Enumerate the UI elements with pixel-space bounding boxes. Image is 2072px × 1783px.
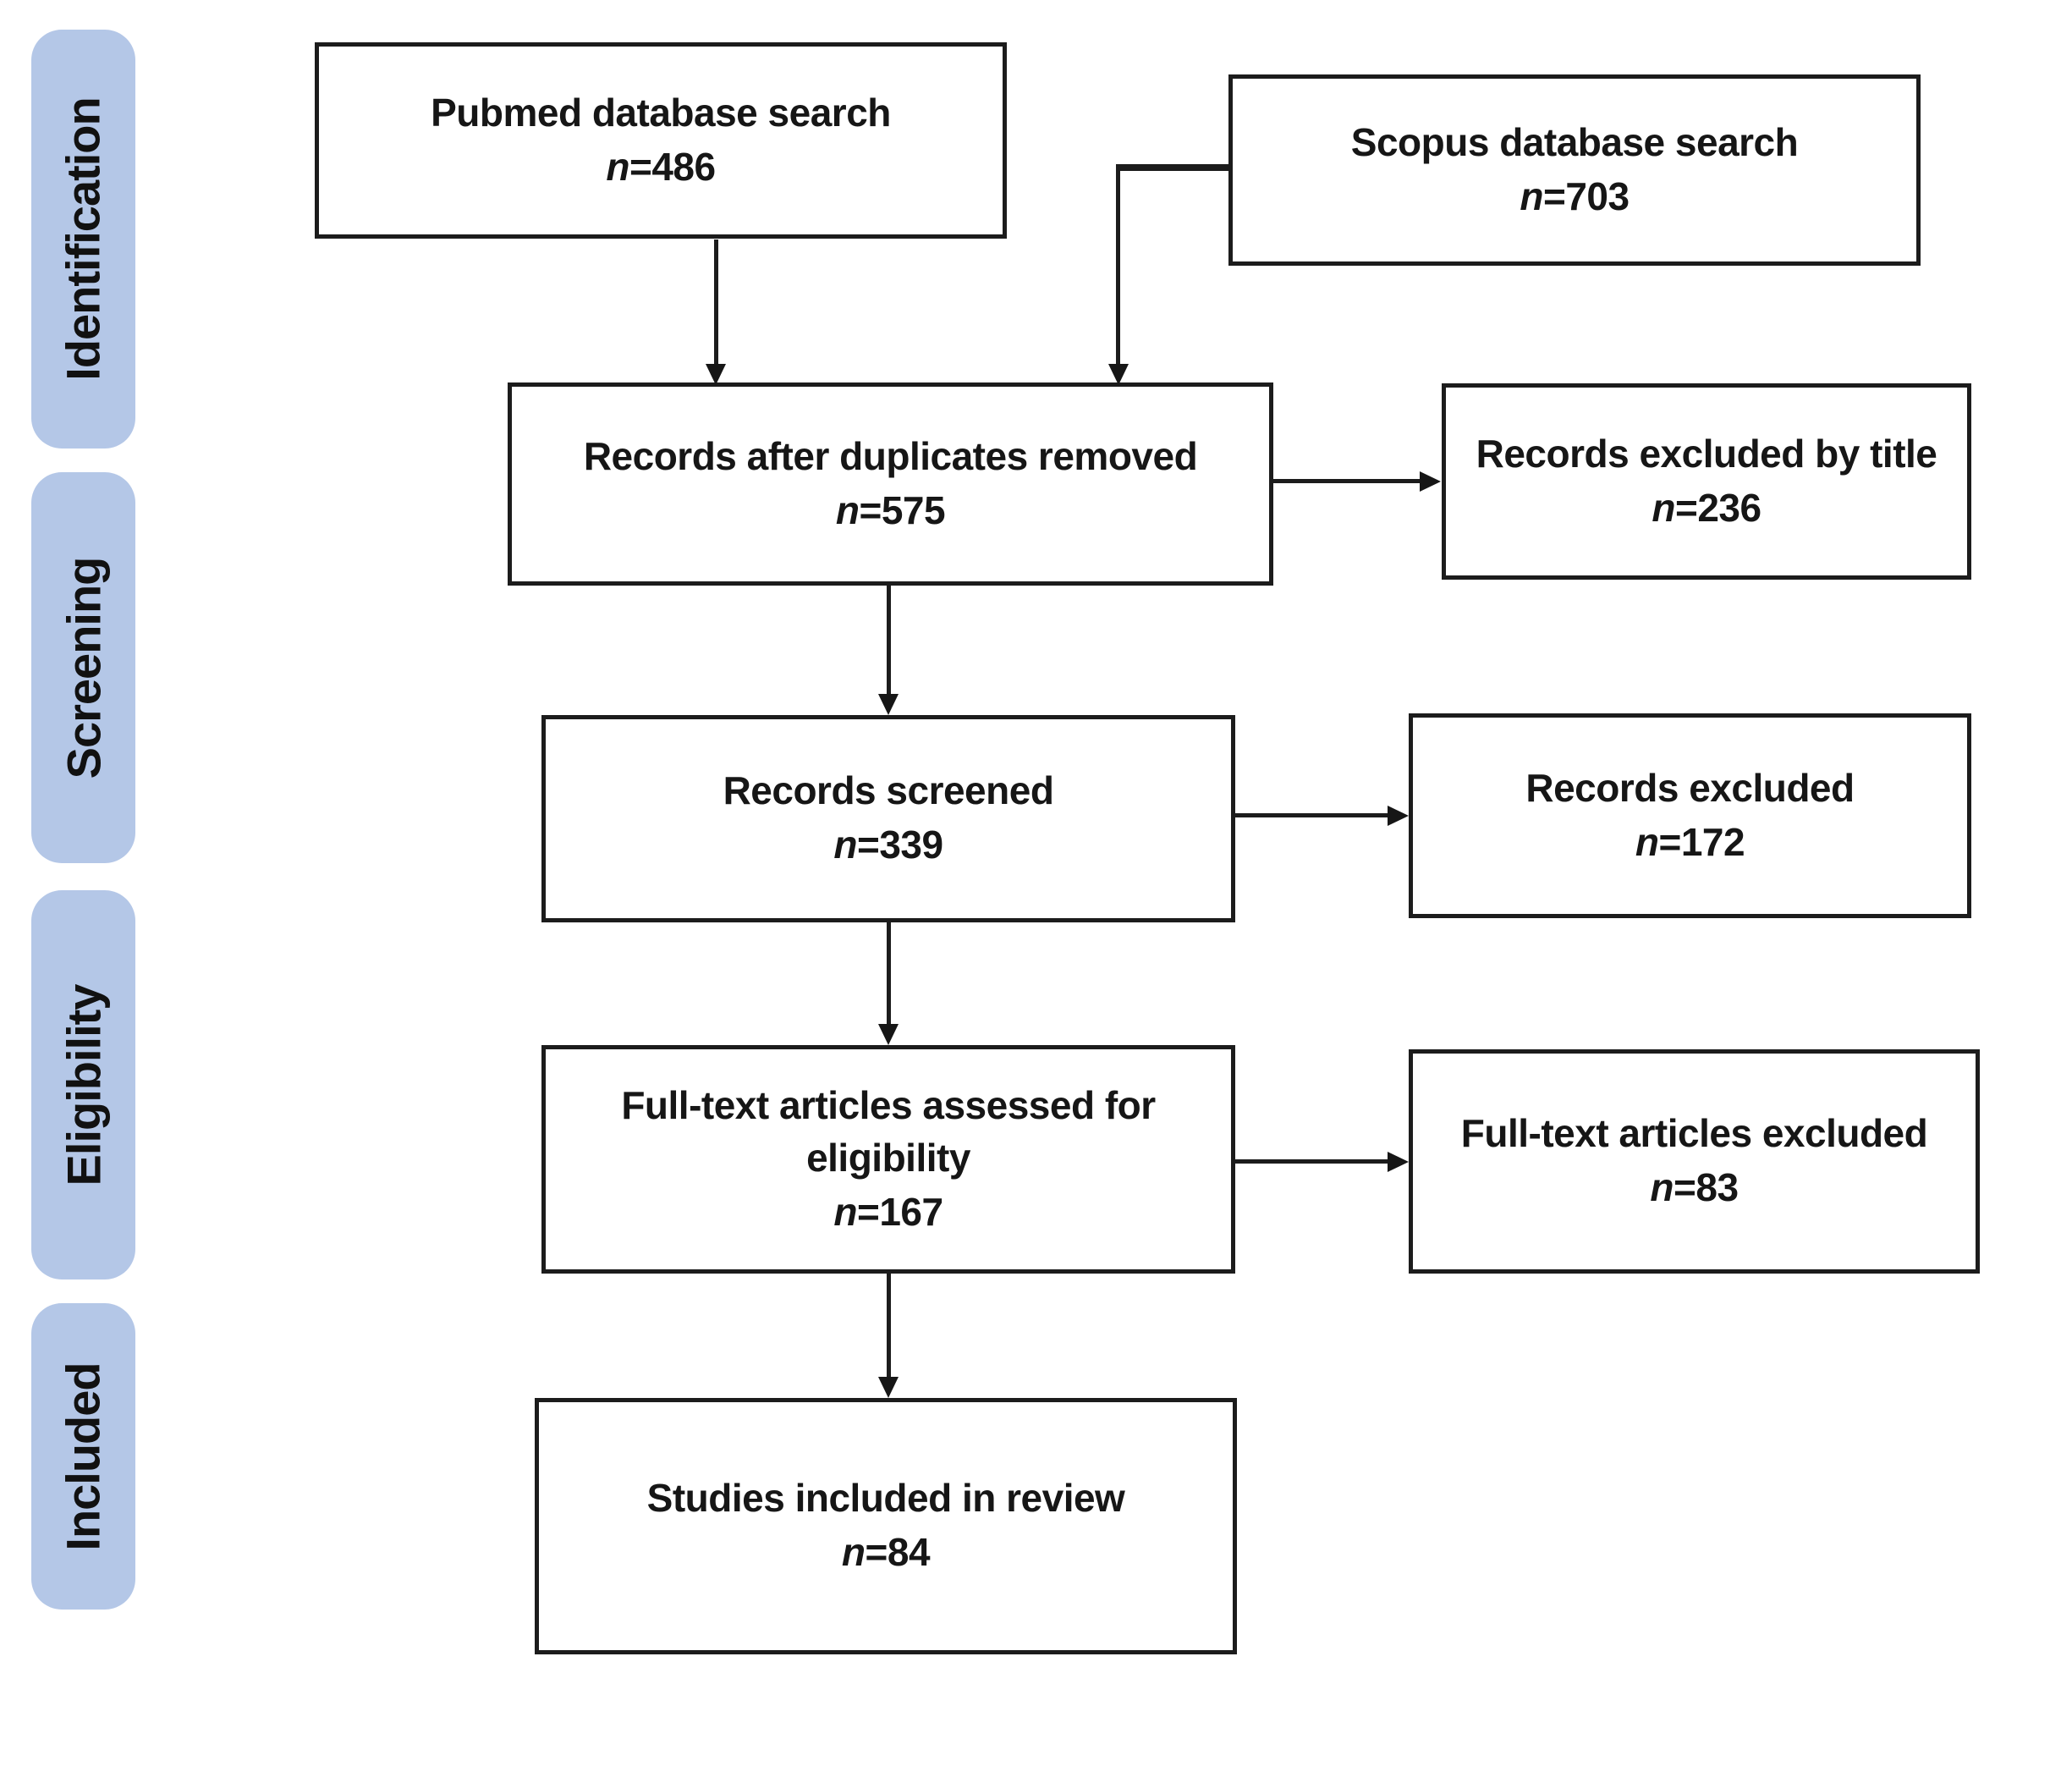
arrow-screened-to-excluded-head — [1388, 806, 1409, 826]
n-symbol: n — [835, 487, 860, 532]
arrow-duplicates-to-screened-head — [878, 694, 899, 715]
n-symbol: n — [606, 144, 629, 189]
flow-box-scopus-label: Scopus database search — [1350, 119, 1799, 164]
flow-box-records-excluded: Records excluded n=172 — [1409, 713, 1971, 918]
stage-identification: Identification — [31, 30, 135, 449]
arrow-scopus-elbow-horizontal — [1116, 164, 1231, 171]
flow-box-records-screened-label: Records screened — [723, 768, 1054, 813]
count-value: =167 — [856, 1189, 943, 1234]
flow-box-fulltext-excluded-label: Full-text articles excluded — [1460, 1111, 1928, 1156]
n-symbol: n — [1520, 173, 1543, 218]
arrow-duplicates-to-excluded-title-head — [1420, 471, 1441, 492]
arrow-screened-to-fulltext-head — [878, 1024, 899, 1045]
arrow-fulltext-to-ft-excluded-head — [1388, 1152, 1409, 1172]
flow-box-studies-included: Studies included in review n=84 — [535, 1398, 1237, 1654]
flow-box-excluded-by-title: Records excluded by title n=236 — [1442, 383, 1971, 580]
flow-box-pubmed: Pubmed database search n=486 — [315, 42, 1007, 239]
arrow-pubmed-to-duplicates-line — [714, 239, 718, 366]
flow-box-records-excluded-count: n=172 — [1635, 814, 1745, 871]
flow-box-studies-included-count: n=84 — [841, 1524, 931, 1581]
arrow-duplicates-to-screened-line — [887, 586, 891, 697]
flow-box-studies-included-label: Studies included in review — [646, 1476, 1125, 1521]
flow-box-excluded-by-title-count: n=236 — [1652, 480, 1761, 537]
flow-box-fulltext-excluded: Full-text articles excluded n=83 — [1409, 1049, 1980, 1274]
flow-box-records-screened: Records screened n=339 — [541, 715, 1235, 922]
arrow-screened-to-excluded-line — [1235, 813, 1389, 817]
arrow-screened-to-fulltext-line — [887, 922, 891, 1028]
stage-screening: Screening — [31, 472, 135, 863]
flow-box-duplicates-removed: Records after duplicates removed n=575 — [508, 382, 1273, 586]
arrow-duplicates-to-excluded-title-line — [1273, 479, 1421, 483]
flow-box-fulltext-excluded-count: n=83 — [1650, 1159, 1739, 1216]
flow-box-fulltext-assessed: Full-text articles assessed for eligibil… — [541, 1045, 1235, 1274]
flow-box-duplicates-removed-label: Records after duplicates removed — [583, 433, 1198, 478]
arrow-scopus-to-duplicates-line — [1116, 164, 1120, 367]
n-symbol: n — [833, 1189, 857, 1234]
arrow-fulltext-to-studies-head — [878, 1377, 899, 1398]
flow-box-pubmed-label: Pubmed database search — [431, 90, 891, 135]
flow-box-records-excluded-label: Records excluded — [1525, 765, 1855, 810]
count-value: =84 — [865, 1530, 931, 1575]
stage-identification-label: Identification — [57, 97, 111, 381]
flow-box-scopus-count: n=703 — [1520, 168, 1630, 225]
flow-box-fulltext-assessed-label: Full-text articles assessed for eligibil… — [621, 1082, 1156, 1180]
arrow-pubmed-to-duplicates-head — [706, 364, 726, 385]
flow-box-duplicates-removed-count: n=575 — [835, 482, 946, 539]
stage-eligibility-label: Eligibility — [57, 984, 111, 1186]
count-value: =703 — [1542, 173, 1630, 218]
count-value: =83 — [1674, 1165, 1739, 1210]
flow-box-scopus: Scopus database search n=703 — [1228, 74, 1921, 266]
stage-screening-label: Screening — [57, 557, 111, 779]
stage-eligibility: Eligibility — [31, 890, 135, 1279]
arrow-fulltext-to-ft-excluded-line — [1235, 1159, 1389, 1164]
flow-box-records-screened-count: n=339 — [833, 817, 943, 873]
count-value: =236 — [1674, 485, 1761, 530]
n-symbol: n — [833, 823, 857, 867]
count-value: =575 — [859, 487, 946, 532]
n-symbol: n — [1635, 819, 1659, 864]
arrow-scopus-to-duplicates-head — [1108, 364, 1129, 385]
n-symbol: n — [1652, 485, 1675, 530]
n-symbol: n — [841, 1530, 866, 1575]
count-value: =339 — [856, 823, 943, 867]
count-value: =172 — [1658, 819, 1745, 864]
stage-included-label: Included — [57, 1362, 111, 1551]
flow-box-excluded-by-title-label: Records excluded by title — [1476, 431, 1937, 476]
stage-included: Included — [31, 1303, 135, 1610]
arrow-fulltext-to-studies-line — [887, 1274, 891, 1379]
n-symbol: n — [1650, 1165, 1674, 1210]
flow-box-fulltext-assessed-count: n=167 — [833, 1184, 943, 1241]
count-value: =486 — [629, 144, 716, 189]
flow-box-pubmed-count: n=486 — [606, 139, 716, 195]
